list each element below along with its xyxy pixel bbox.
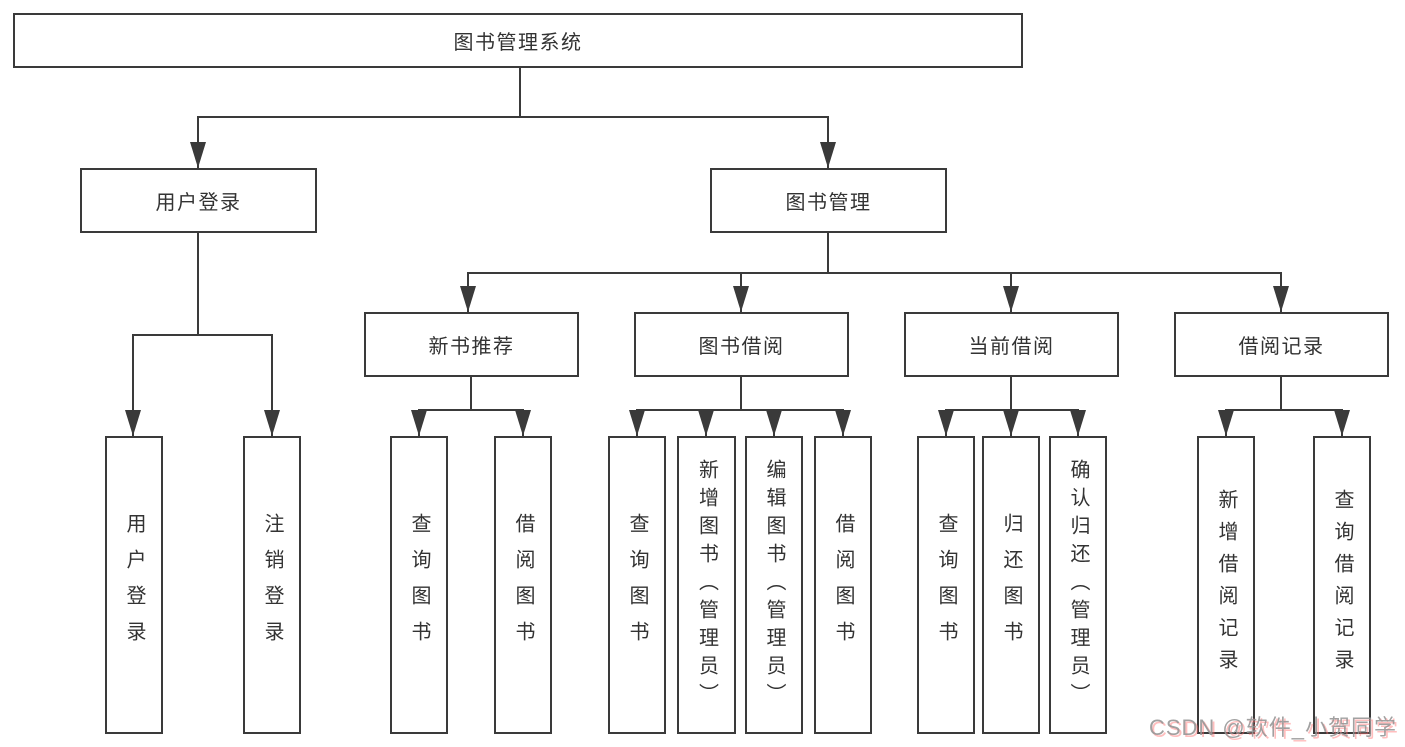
node-label: 查询图书 [408, 513, 430, 657]
connector-line [131, 333, 274, 337]
node-borrow-records: 借阅记录 [1174, 312, 1389, 377]
connector-line [466, 271, 1283, 275]
leaf-confirm-return-admin: 确认归还（管理员） [1049, 436, 1107, 734]
leaf-borrow-books-2: 借阅图书 [814, 436, 872, 734]
connector-line [739, 377, 743, 410]
node-label: 查询图书 [935, 513, 957, 657]
arrowhead-icon [1217, 410, 1234, 436]
arrowhead-icon [819, 142, 836, 168]
node-current-borrow: 当前借阅 [904, 312, 1119, 377]
node-label: 借阅图书 [832, 513, 854, 657]
leaf-edit-books-admin: 编辑图书（管理员） [745, 436, 803, 734]
connector-line [196, 115, 830, 119]
connector-line [469, 377, 473, 410]
connector-line [196, 233, 200, 335]
node-label: 借阅记录 [1238, 336, 1325, 358]
arrowhead-icon [459, 286, 476, 312]
arrowhead-icon [514, 410, 531, 436]
node-user-login: 用户登录 [80, 168, 317, 233]
node-label: 新增借阅记录 [1215, 489, 1237, 681]
connector-line [518, 68, 522, 117]
node-book-management: 图书管理 [710, 168, 947, 233]
arrowhead-icon [1002, 286, 1019, 312]
connector-line [1279, 377, 1283, 410]
node-label: 图书管理系统 [453, 32, 583, 54]
node-label: 用户登录 [155, 192, 242, 214]
leaf-return-books: 归还图书 [982, 436, 1040, 734]
arrowhead-icon [1069, 410, 1086, 436]
node-label: 图书借阅 [698, 336, 785, 358]
node-label: 用户登录 [123, 513, 145, 657]
node-label: 注销登录 [261, 513, 283, 657]
connector-line [270, 335, 274, 436]
node-new-book-recommend: 新书推荐 [364, 312, 579, 377]
arrowhead-icon [732, 286, 749, 312]
arrowhead-icon [263, 410, 280, 436]
arrowhead-icon [189, 142, 206, 168]
node-library-system: 图书管理系统 [13, 13, 1023, 68]
arrowhead-icon [628, 410, 645, 436]
connector-line [635, 408, 845, 412]
arrowhead-icon [834, 410, 851, 436]
node-book-borrow: 图书借阅 [634, 312, 849, 377]
connector-line [826, 233, 830, 273]
leaf-user-login: 用户登录 [105, 436, 163, 734]
csdn-watermark: CSDN @软件_小贺同学 [1148, 715, 1397, 740]
leaf-query-books-1: 查询图书 [390, 436, 448, 734]
arrowhead-icon [1333, 410, 1350, 436]
arrowhead-icon [765, 410, 782, 436]
node-label: 查询图书 [626, 513, 648, 657]
node-label: 查询借阅记录 [1331, 489, 1353, 681]
leaf-borrow-books-1: 借阅图书 [494, 436, 552, 734]
arrowhead-icon [124, 410, 141, 436]
connector-line [1009, 377, 1013, 410]
node-label: 当前借阅 [968, 336, 1055, 358]
connector-line [417, 408, 525, 412]
connector-line [1224, 408, 1344, 412]
node-label: 图书管理 [785, 192, 872, 214]
node-label: 确认归还（管理员） [1067, 459, 1089, 711]
arrowhead-icon [410, 410, 427, 436]
node-label: 归还图书 [1000, 513, 1022, 657]
leaf-logout: 注销登录 [243, 436, 301, 734]
leaf-add-books-admin: 新增图书（管理员） [677, 436, 736, 734]
leaf-add-borrow-record: 新增借阅记录 [1197, 436, 1255, 734]
node-label: 新书推荐 [428, 336, 515, 358]
node-label: 借阅图书 [512, 513, 534, 657]
arrowhead-icon [1002, 410, 1019, 436]
arrowhead-icon [937, 410, 954, 436]
arrowhead-icon [697, 410, 714, 436]
leaf-query-books-3: 查询图书 [917, 436, 975, 734]
arrowhead-icon [1272, 286, 1289, 312]
leaf-query-books-2: 查询图书 [608, 436, 666, 734]
leaf-query-borrow-record: 查询借阅记录 [1313, 436, 1371, 734]
node-label: 新增图书（管理员） [695, 459, 718, 711]
connector-line [131, 335, 135, 436]
node-label: 编辑图书（管理员） [763, 459, 785, 711]
